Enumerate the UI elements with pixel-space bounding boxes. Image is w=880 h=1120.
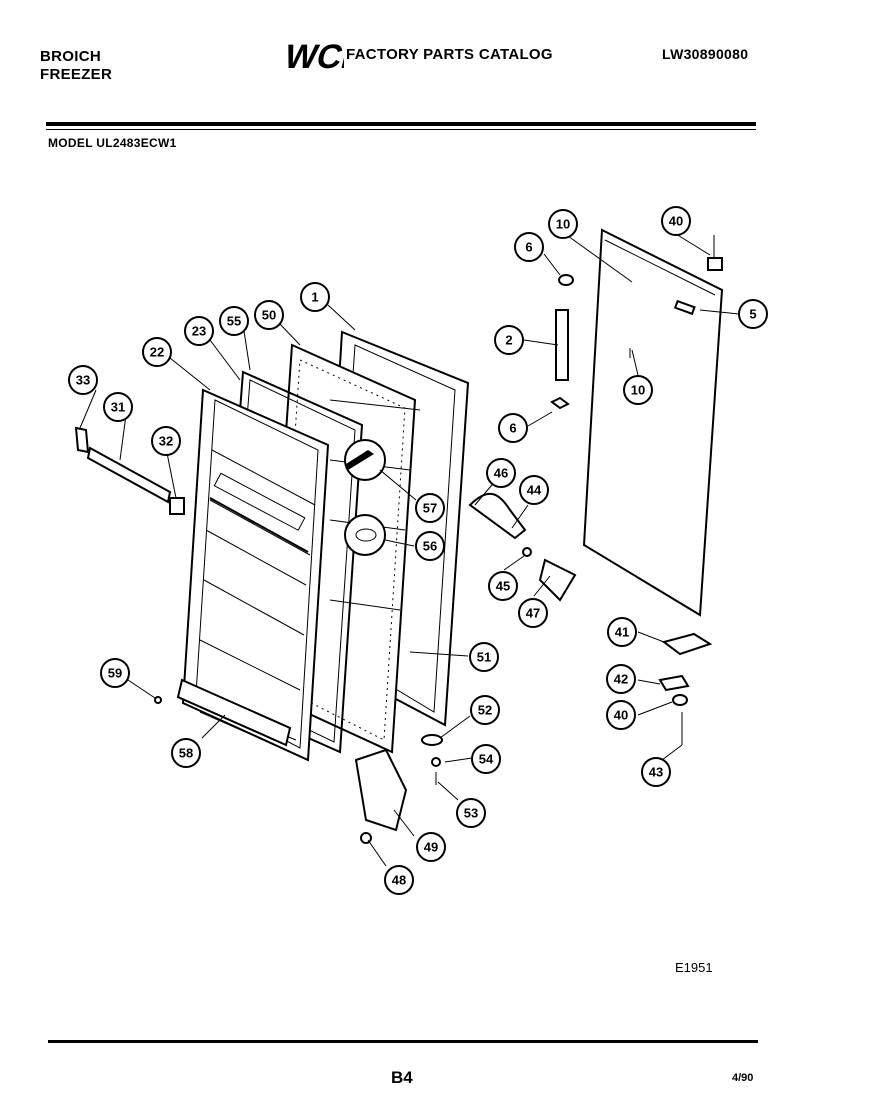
- callout-45: 45: [488, 571, 518, 601]
- leader-lines: [79, 233, 740, 867]
- page-code: B4: [391, 1068, 413, 1087]
- callout-58: 58: [171, 738, 201, 768]
- svg-text:6: 6: [525, 240, 532, 255]
- svg-text:10: 10: [631, 383, 645, 398]
- figure-reference: E1951: [675, 960, 713, 975]
- callout-32: 32: [151, 426, 181, 456]
- svg-text:44: 44: [527, 483, 542, 498]
- svg-text:45: 45: [496, 579, 510, 594]
- svg-text:57: 57: [423, 501, 437, 516]
- svg-text:51: 51: [477, 650, 491, 665]
- svg-text:58: 58: [179, 746, 193, 761]
- svg-text:41: 41: [615, 625, 629, 640]
- callout-57: 57: [415, 493, 445, 523]
- svg-text:50: 50: [262, 308, 276, 323]
- hinge-parts: [154, 235, 723, 844]
- svg-text:59: 59: [108, 666, 122, 681]
- inner-door-liner: [181, 388, 330, 762]
- svg-text:48: 48: [392, 873, 406, 888]
- callout-52: 52: [470, 695, 500, 725]
- callout-44: 44: [519, 475, 549, 505]
- model-number: MODEL UL2483ECW1: [48, 136, 177, 150]
- callout-50: 50: [254, 300, 284, 330]
- callout-31: 31: [103, 392, 133, 422]
- svg-text:1: 1: [311, 290, 318, 305]
- callout-23: 23: [184, 316, 214, 346]
- callout-10b: 10: [623, 375, 653, 405]
- callout-6a: 6: [514, 232, 544, 262]
- svg-text:56: 56: [423, 539, 437, 554]
- svg-text:31: 31: [111, 400, 125, 415]
- outer-door-panel: [582, 228, 724, 617]
- callout-10a: 10: [548, 209, 578, 239]
- callout-41: 41: [607, 617, 637, 647]
- svg-text:33: 33: [76, 373, 90, 388]
- detail-circle-56: [344, 514, 386, 556]
- svg-text:10: 10: [556, 217, 570, 232]
- svg-text:42: 42: [614, 672, 628, 687]
- bottom-trim: [176, 678, 292, 749]
- svg-text:46: 46: [494, 466, 508, 481]
- callout-51: 51: [469, 642, 499, 672]
- callout-48: 48: [384, 865, 414, 895]
- svg-text:32: 32: [159, 434, 173, 449]
- callout-42: 42: [606, 664, 636, 694]
- svg-text:6: 6: [509, 421, 516, 436]
- callout-40b: 40: [606, 700, 636, 730]
- callout-46: 46: [486, 458, 516, 488]
- svg-text:54: 54: [479, 752, 494, 767]
- svg-text:23: 23: [192, 324, 206, 339]
- callout-33: 33: [68, 365, 98, 395]
- svg-text:22: 22: [150, 345, 164, 360]
- door-shelf-rail: [74, 426, 185, 515]
- svg-text:2: 2: [505, 333, 512, 348]
- brand-name: BROICH: [40, 48, 101, 65]
- svg-text:47: 47: [526, 606, 540, 621]
- appliance-type: FREEZER: [40, 66, 113, 83]
- callout-54: 54: [471, 744, 501, 774]
- wci-logo: WCI: [281, 38, 344, 72]
- svg-text:40: 40: [614, 708, 628, 723]
- header-rule-thin: [46, 129, 756, 130]
- detail-circle-57: [344, 439, 386, 481]
- svg-text:52: 52: [478, 703, 492, 718]
- svg-text:49: 49: [424, 840, 438, 855]
- callout-59: 59: [100, 658, 130, 688]
- svg-text:5: 5: [749, 307, 756, 322]
- header-rule: [46, 122, 756, 126]
- callout-53: 53: [456, 798, 486, 828]
- callout-6b: 6: [498, 413, 528, 443]
- footer-rule: [48, 1040, 758, 1043]
- callout-49: 49: [416, 832, 446, 862]
- wci-logo-text: WCI: [281, 38, 344, 72]
- callout-2: 2: [494, 325, 524, 355]
- callout-56: 56: [415, 531, 445, 561]
- callout-22: 22: [142, 337, 172, 367]
- revision-date: 4/90: [732, 1072, 754, 1084]
- callout-5: 5: [738, 299, 768, 329]
- svg-text:55: 55: [227, 314, 241, 329]
- catalog-title: FACTORY PARTS CATALOG: [346, 46, 553, 63]
- callout-40a: 40: [661, 206, 691, 236]
- svg-text:53: 53: [464, 806, 478, 821]
- callout-43: 43: [641, 757, 671, 787]
- document-number: LW30890080: [662, 46, 749, 62]
- svg-text:43: 43: [649, 765, 663, 780]
- callout-47: 47: [518, 598, 548, 628]
- callout-1: 1: [300, 282, 330, 312]
- svg-text:40: 40: [669, 214, 683, 229]
- callout-55: 55: [219, 306, 249, 336]
